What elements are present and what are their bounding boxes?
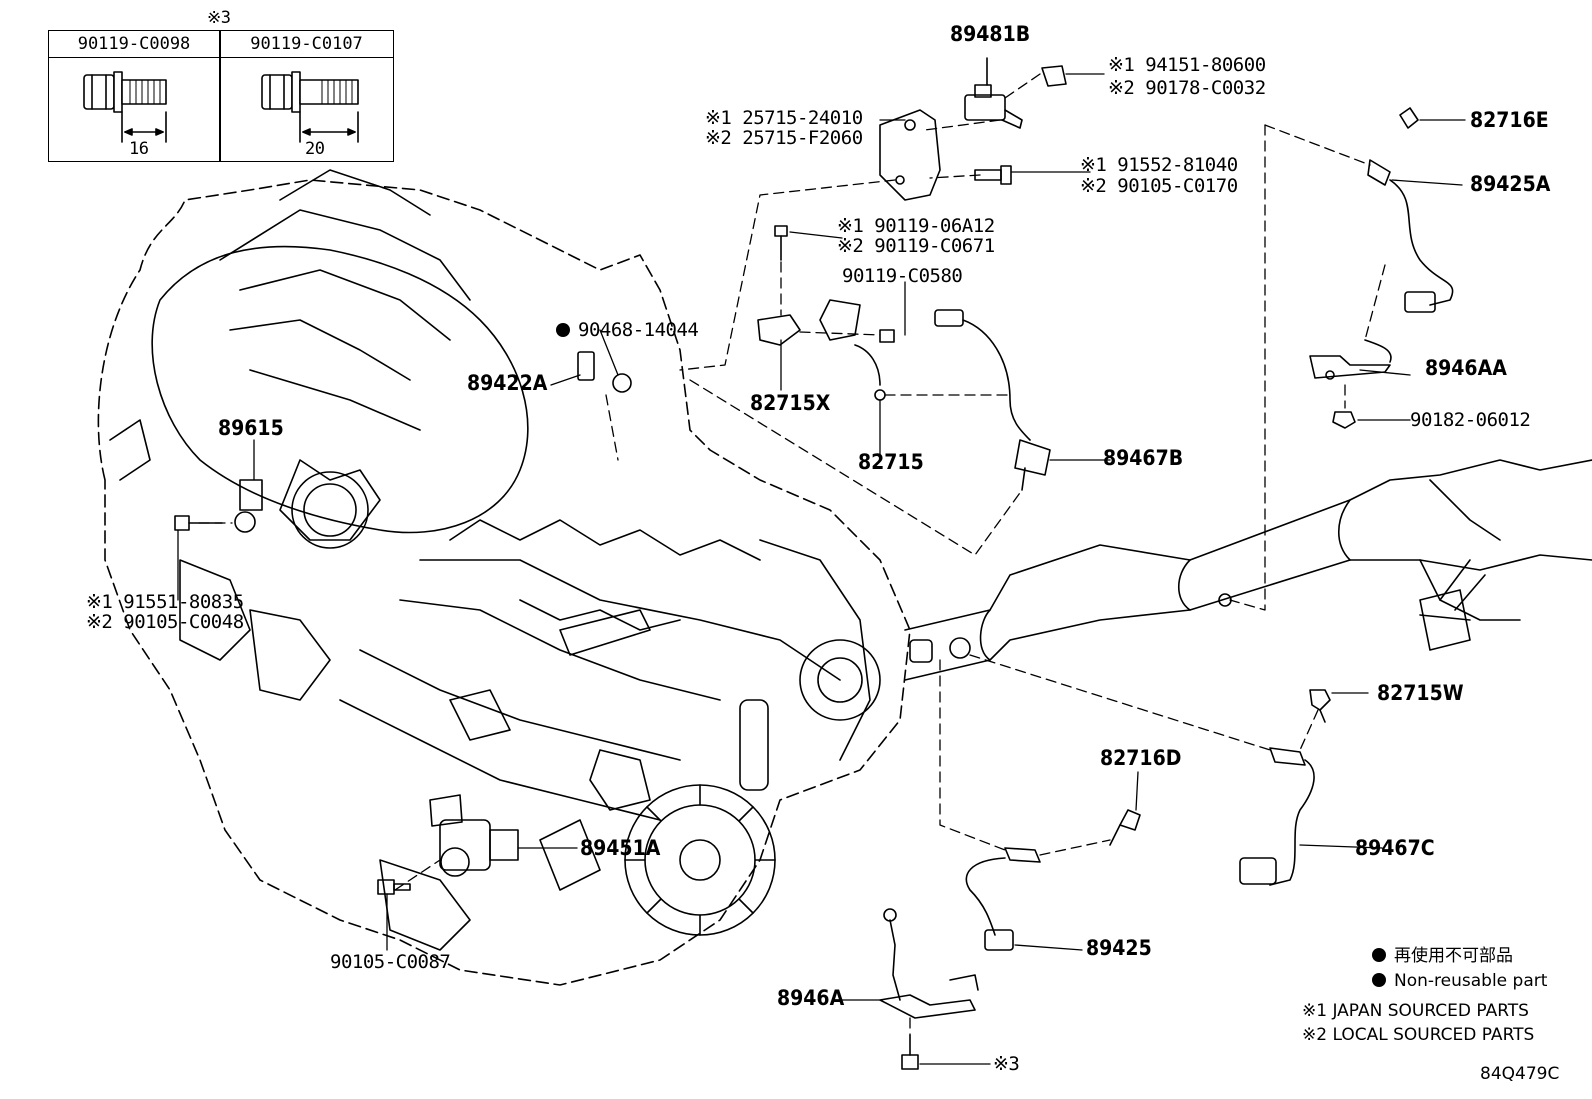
label-90119-C0580: 90119-C0580 [842,265,963,287]
label-82715W: 82715W [1377,681,1464,705]
label-91551-80835: ※1 91551-80835 [86,591,244,613]
label-89451A: 89451A [580,836,661,860]
label-89425: 89425 [1086,936,1152,960]
label-89467B: 89467B [1103,446,1184,470]
sensor-89615 [174,479,263,533]
label-90105-C0087: 90105-C0087 [330,951,451,973]
label-91552-81040: ※1 91552-81040 [1080,154,1238,176]
bracket-25715 [879,109,941,201]
label-94151-80600: ※1 94151-80600 [1108,54,1266,76]
leader-lines [177,73,1466,1065]
bolt-length-2: 20 [305,139,325,159]
label-90178-C0032: ※2 90178-C0032 [1108,77,1266,99]
sensor-89425 [965,847,1041,951]
non-reusable-icon [1372,948,1386,962]
label-89425A: 89425A [1470,172,1551,196]
exhaust-pipe-illustration [904,459,1592,681]
bolt-reference-table: 90119-C0098 90119-C0107 16 20 [48,30,394,162]
diagram-code: 84Q479C [1480,1064,1560,1084]
assembly-dash-lines [198,73,1386,1036]
label-90182-06012: 90182-06012 [1410,409,1531,431]
label-89481B: 89481B [950,22,1031,46]
label-90468-14044: 90468-14044 [556,320,699,340]
label-25715-F2060: ※2 25715-F2060 [705,127,863,149]
nut-90182 [1332,411,1356,429]
label-8946A: 8946A [777,986,845,1010]
bolt-icon-16 [83,71,167,143]
bolt-90119-C0580 [879,329,895,343]
sensor-89425A [1367,107,1454,313]
legend-nonreusable-jp: 再使用不可部品 [1372,944,1513,968]
legend-local-sourced: ※2 LOCAL SOURCED PARTS [1302,1025,1535,1045]
label-25715-24010: ※1 25715-24010 [705,107,863,129]
label-89422A: 89422A [467,371,548,395]
engine-transaxle-illustration [97,169,911,986]
bolt-3 [901,1034,919,1070]
sensor-89451A [429,794,519,877]
label-82716E: 82716E [1470,108,1549,132]
bracket-82715 [819,299,886,401]
label-90119-C0671: ※2 90119-C0671 [837,235,995,257]
label-89467C: 89467C [1355,836,1435,860]
bolt-length-1: 16 [129,139,149,159]
legend-nonreusable-en: Non-reusable part [1372,969,1547,993]
clip-82715W [1309,689,1331,723]
sensor-89422A [577,351,632,393]
bolt-part-2: 90119-C0107 [220,31,393,58]
bolt-90105-C0087 [377,879,411,895]
label-89615: 89615 [218,416,284,440]
table-divider [219,31,221,161]
label-8946AA: 8946AA [1425,356,1507,380]
legend-japan-sourced: ※1 JAPAN SOURCED PARTS [1302,1001,1529,1021]
bolt-table-note: ※3 [207,8,231,28]
bracket-8946AA [1309,339,1392,380]
bolt-part-1: 90119-C0098 [49,31,219,58]
sensor-89481B [964,57,1023,129]
bracket-8946A [879,908,979,1019]
label-90105-C0170: ※2 90105-C0170 [1080,175,1238,197]
label-82715: 82715 [858,450,924,474]
clip-82716D [1109,809,1141,846]
label-82716D: 82716D [1100,746,1182,770]
bracket-82715X [757,314,801,346]
label-90105-C0048: ※2 90105-C0048 [86,611,244,633]
label-90119-06A12: ※1 90119-06A12 [837,215,995,237]
non-reusable-icon [556,323,570,337]
bolt-icon-20 [261,71,359,143]
label-82715X: 82715X [750,391,831,415]
nut-94151 [1041,65,1067,87]
sensor-89467B [934,309,1051,491]
non-reusable-icon [1372,973,1386,987]
label-note-3: ※3 [993,1053,1020,1075]
bolt-90119-06A12 [774,225,788,261]
sensor-89467C [1239,747,1315,886]
